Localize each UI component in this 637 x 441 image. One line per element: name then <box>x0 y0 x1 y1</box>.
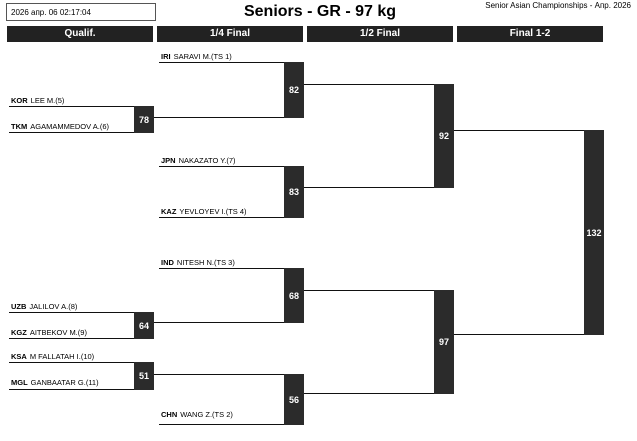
athlete-country: KGZ <box>11 328 27 337</box>
athlete-country: TKM <box>11 122 28 131</box>
bracket-line <box>154 374 284 375</box>
bout-box: 51 <box>134 362 154 390</box>
bracket-line <box>9 389 134 390</box>
bracket-line <box>159 166 284 167</box>
bracket-line <box>304 290 434 291</box>
round-header-semifinal: 1/2 Final <box>307 26 453 42</box>
round-header-final: Final 1-2 <box>457 26 603 42</box>
bracket-title: Seniors - GR - 97 kg <box>243 3 397 20</box>
bout-box: 92 <box>434 84 454 188</box>
bout-box: 78 <box>134 106 154 133</box>
athlete-country: KOR <box>11 96 28 105</box>
athlete-name: WANG Z.(TS 2) <box>180 410 233 419</box>
bracket-line <box>9 132 134 133</box>
athlete-country: CHN <box>161 410 178 419</box>
bracket-line <box>154 322 284 323</box>
athlete-name: M FALLATAH I.(10) <box>29 352 95 361</box>
athlete-country: KAZ <box>161 207 177 216</box>
athlete-name: LEE M.(5) <box>30 96 65 105</box>
bout-box: 64 <box>134 312 154 339</box>
athlete-name: AITBEKOV M.(9) <box>29 328 87 337</box>
athlete-name: SARAVI M.(TS 1) <box>173 52 232 61</box>
athlete-name: AGAMAMMEDOV A.(6) <box>30 122 110 131</box>
bracket-line <box>159 62 284 63</box>
round-header-qualif: Qualif. <box>7 26 153 42</box>
bracket-line <box>9 312 134 313</box>
athlete-country: UZB <box>11 302 27 311</box>
bracket-line <box>159 268 284 269</box>
athlete-country: KSA <box>11 352 27 361</box>
bracket-line <box>9 362 134 363</box>
bout-box: 82 <box>284 62 304 118</box>
bracket-line <box>304 84 434 85</box>
bout-box: 97 <box>434 290 454 394</box>
event-name: Senior Asian Championships - Апр. 2026 <box>485 1 631 10</box>
bout-box-final: 132 <box>584 130 604 335</box>
bracket-line <box>9 106 134 107</box>
bracket-line <box>454 130 584 131</box>
athlete-country: JPN <box>161 156 176 165</box>
athlete-country: MGL <box>11 378 28 387</box>
bracket-line <box>154 117 284 118</box>
bout-box: 68 <box>284 268 304 323</box>
bracket-line <box>304 187 434 188</box>
bout-box: 83 <box>284 166 304 218</box>
round-header-quarterfinal: 1/4 Final <box>157 26 303 42</box>
athlete-country: IRI <box>161 52 171 61</box>
athlete-name: NAKAZATO Y.(7) <box>178 156 236 165</box>
bracket-line <box>159 217 284 218</box>
bracket-line <box>454 334 584 335</box>
bout-box: 56 <box>284 374 304 425</box>
athlete-country: IND <box>161 258 174 267</box>
bracket-line <box>159 424 284 425</box>
bracket-line <box>304 393 434 394</box>
athlete-name: YEVLOYEV I.(TS 4) <box>179 207 247 216</box>
athlete-name: NITESH N.(TS 3) <box>176 258 235 267</box>
athlete-name: GANBAATAR G.(11) <box>30 378 99 387</box>
print-datetime: 2026 апр. 06 02:17:04 <box>6 3 156 21</box>
athlete-name: JALILOV A.(8) <box>29 302 78 311</box>
bracket-line <box>9 338 134 339</box>
